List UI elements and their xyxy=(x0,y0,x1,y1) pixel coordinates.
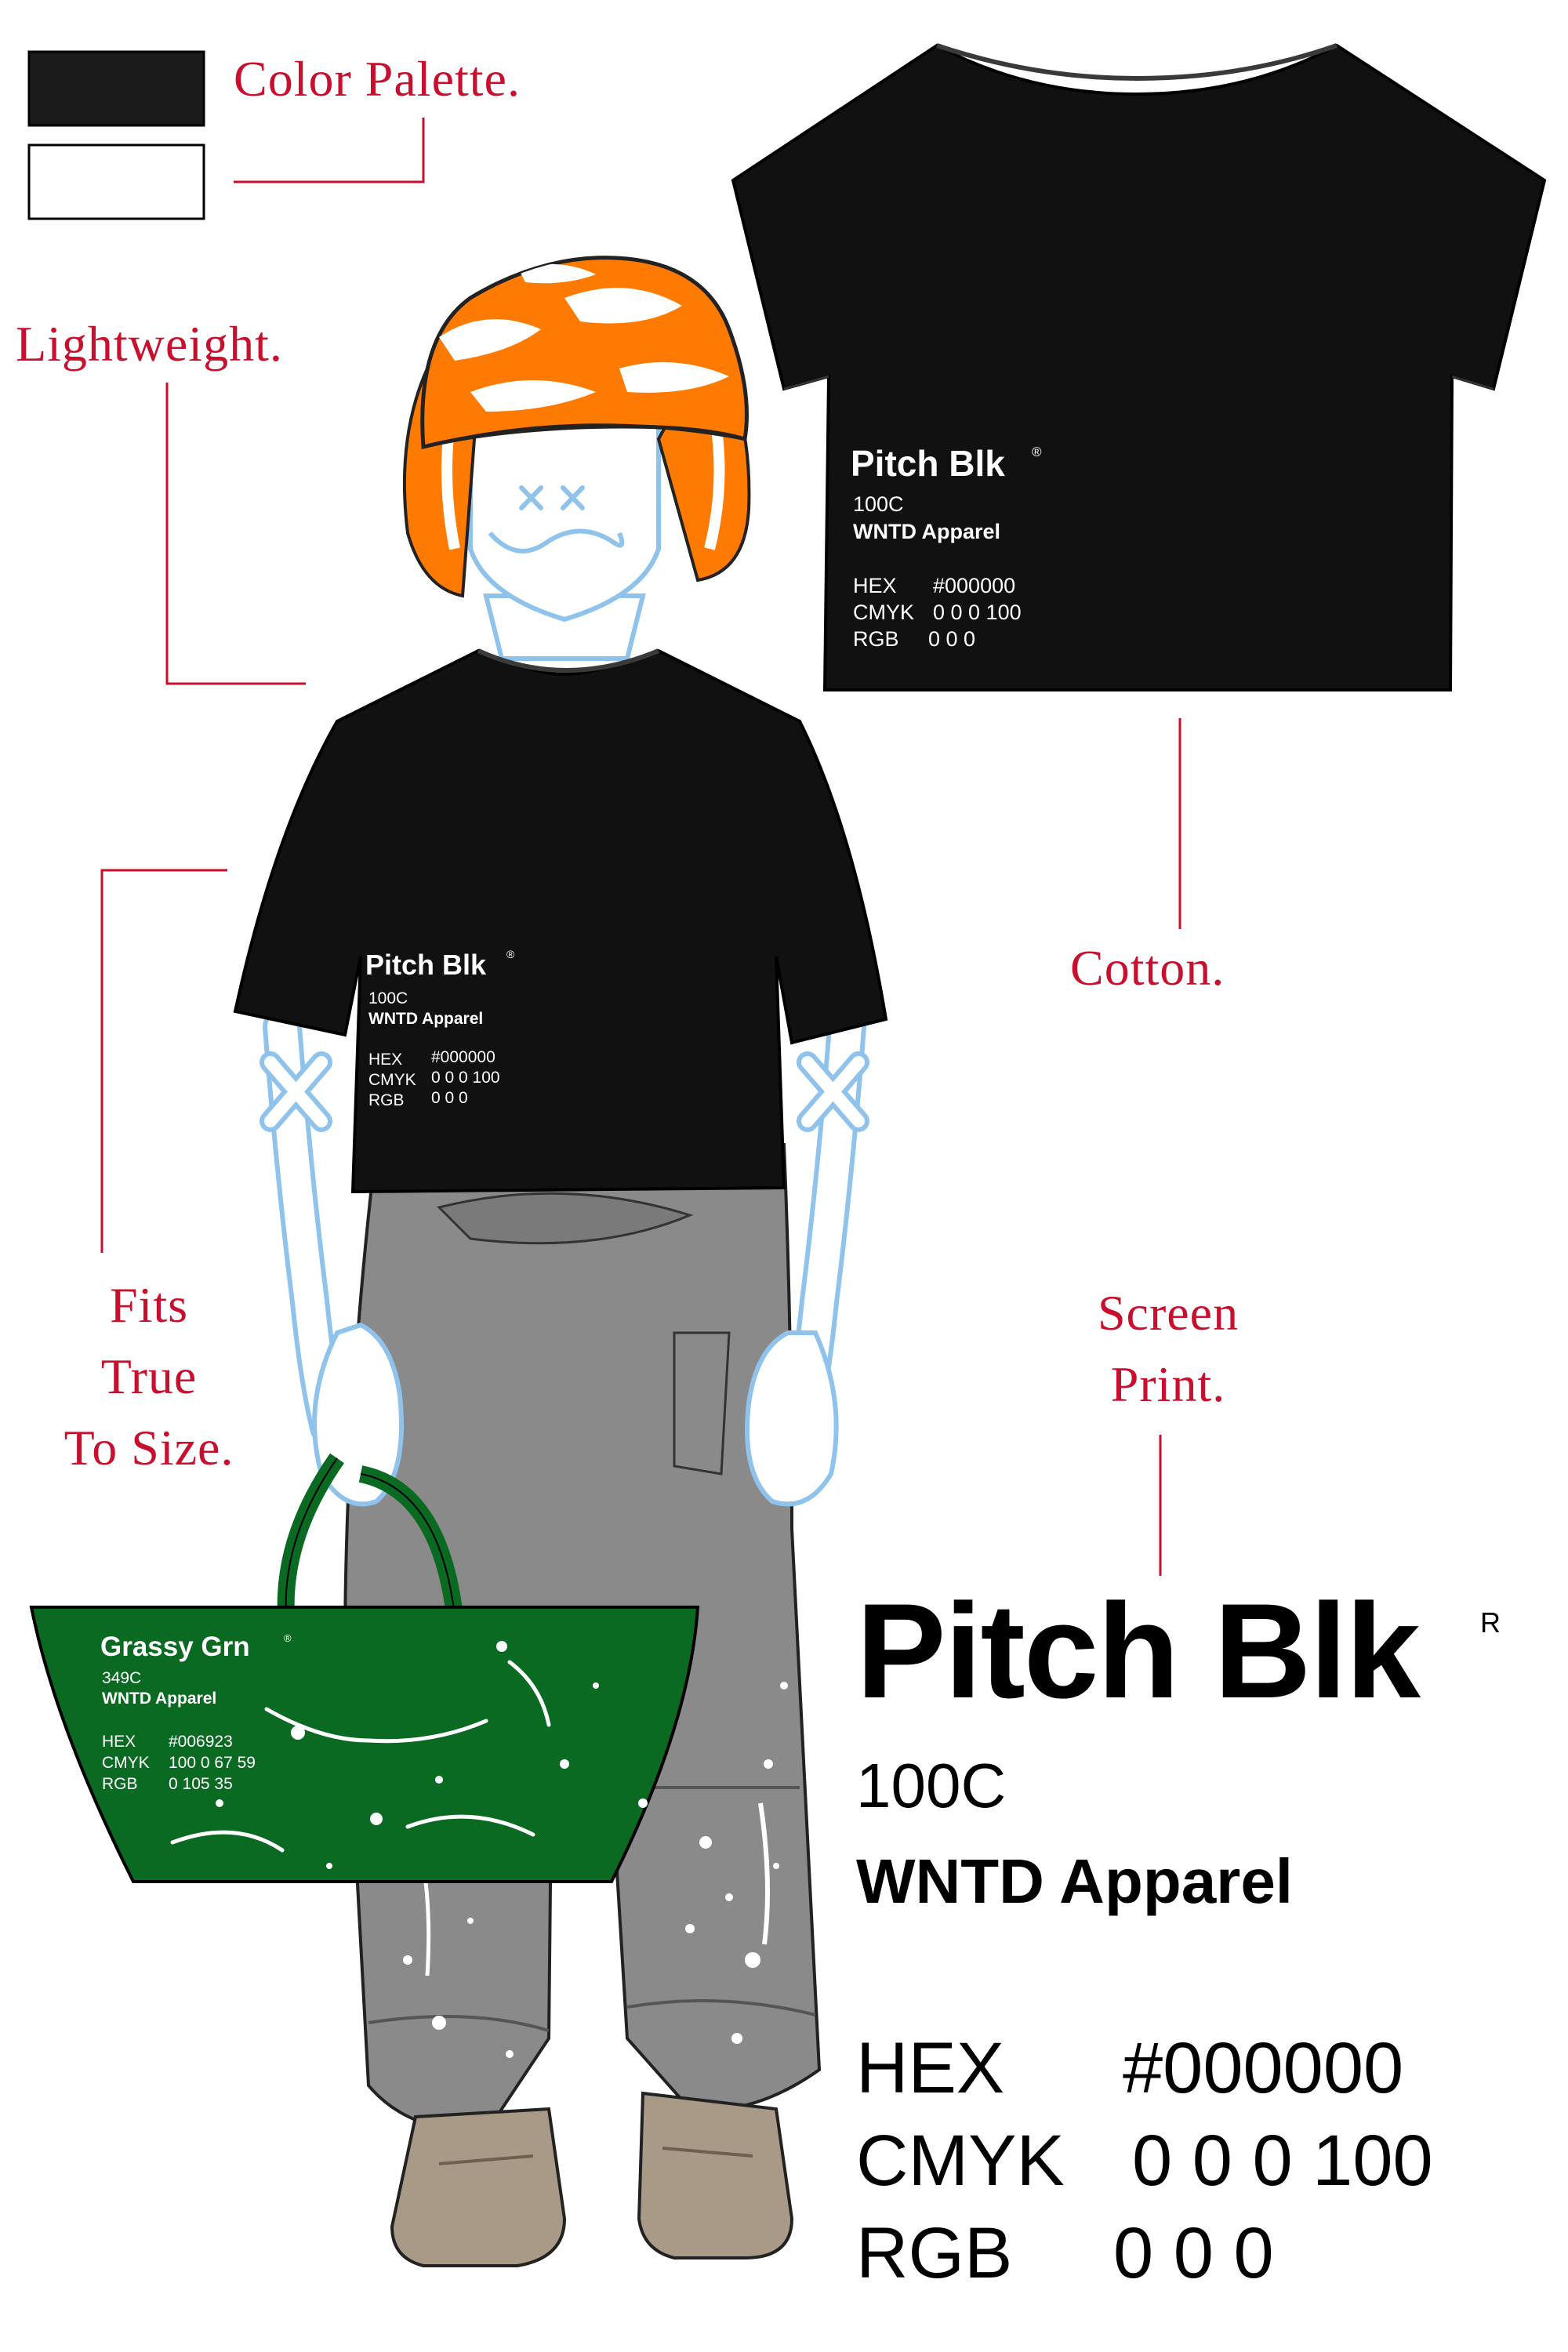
annotation-lines xyxy=(100,118,1181,1576)
spec-registered-mark: R xyxy=(1480,1606,1501,1639)
figure-print-name: Pitch Blk xyxy=(365,949,487,981)
annotation-lightweight: Lightweight. xyxy=(16,316,283,372)
bag-print-reg: ® xyxy=(284,1632,292,1644)
annotation-screen-line1: Screen xyxy=(1097,1285,1240,1341)
flat-print-brand: WNTD Apparel xyxy=(853,520,1000,543)
spec-code: 100C xyxy=(856,1751,1007,1820)
flat-print-name: Pitch Blk xyxy=(851,443,1005,484)
bag-print-hex-value: #006923 xyxy=(169,1733,233,1751)
annotation-screen-print: Screen Print. xyxy=(1051,1278,1286,1421)
figure-print-hex-value: #000000 xyxy=(431,1048,495,1066)
annotation-cotton: Cotton. xyxy=(1070,940,1225,996)
flat-tshirt-icon xyxy=(731,43,1547,691)
bag-print-brand: WNTD Apparel xyxy=(102,1690,216,1708)
bag-print-hex-label: HEX xyxy=(102,1733,136,1751)
palette-swatch-white xyxy=(27,143,205,220)
tote-bag-icon xyxy=(29,1453,700,1883)
spec-rgb-label: RGB xyxy=(856,2213,1013,2293)
flat-print-reg: ® xyxy=(1032,445,1042,459)
flat-print-cmyk-value: 0 0 0 100 xyxy=(933,601,1022,624)
flat-print-code: 100C xyxy=(853,492,904,516)
figure-print-rgb-value: 0 0 0 xyxy=(431,1089,468,1107)
spec-cmyk-label: CMYK xyxy=(856,2121,1065,2201)
bag-print-rgb-label: RGB xyxy=(102,1775,138,1793)
figure-print-rgb-label: RGB xyxy=(368,1091,405,1109)
annotation-color-palette: Color Palette. xyxy=(234,51,521,107)
flat-print-rgb-value: 0 0 0 xyxy=(928,627,975,651)
bag-print-name: Grassy Grn xyxy=(100,1632,250,1662)
figure-print-reg: ® xyxy=(506,948,515,960)
figure-print-cmyk-value: 0 0 0 100 xyxy=(431,1069,500,1087)
spec-hex-value: #000000 xyxy=(1123,2028,1404,2108)
bag-print-cmyk-value: 100 0 67 59 xyxy=(169,1754,256,1772)
figure-print-code: 100C xyxy=(368,989,408,1007)
spec-title: Pitch Blk xyxy=(856,1576,1421,1726)
spec-hex-label: HEX xyxy=(856,2028,1005,2108)
annotation-screen-line2: Print. xyxy=(1110,1356,1226,1412)
figure-print-cmyk-label: CMYK xyxy=(368,1071,416,1089)
figure-illustration xyxy=(233,256,888,2267)
bag-print-code: 349C xyxy=(102,1669,141,1687)
tote-bag-print: Grassy Grn ® 349C WNTD Apparel HEX #0069… xyxy=(100,1632,292,1793)
annotation-fits-line3: To Size. xyxy=(64,1419,234,1475)
figure-print-brand: WNTD Apparel xyxy=(368,1010,483,1028)
flat-print-cmyk-label: CMYK xyxy=(853,601,914,624)
figure-tshirt-print: Pitch Blk ® 100C WNTD Apparel HEX #00000… xyxy=(365,948,515,1109)
annotation-fits-true-to-size: Fits True To Size. xyxy=(31,1270,267,1484)
flat-tshirt-print: Pitch Blk ® 100C WNTD Apparel HEX #00000… xyxy=(851,443,1042,651)
figure-print-hex-label: HEX xyxy=(368,1051,402,1069)
bag-print-rgb-value: 0 105 35 xyxy=(169,1775,233,1793)
spec-rgb-value: 0 0 0 xyxy=(1113,2213,1274,2293)
flat-print-hex-label: HEX xyxy=(853,574,897,597)
spec-hex-row: HEX#000000 xyxy=(856,2032,1403,2104)
flat-print-hex-value: #000000 xyxy=(933,574,1015,597)
bag-print-cmyk-label: CMYK xyxy=(102,1754,150,1772)
flat-print-rgb-label: RGB xyxy=(853,627,899,651)
annotation-fits-line1: Fits xyxy=(109,1277,189,1333)
annotation-fits-line2: True xyxy=(100,1348,198,1404)
spec-brand: WNTD Apparel xyxy=(856,1846,1294,1916)
palette-swatch-black xyxy=(27,50,205,127)
spec-cmyk-value: 0 0 0 100 xyxy=(1132,2121,1433,2201)
